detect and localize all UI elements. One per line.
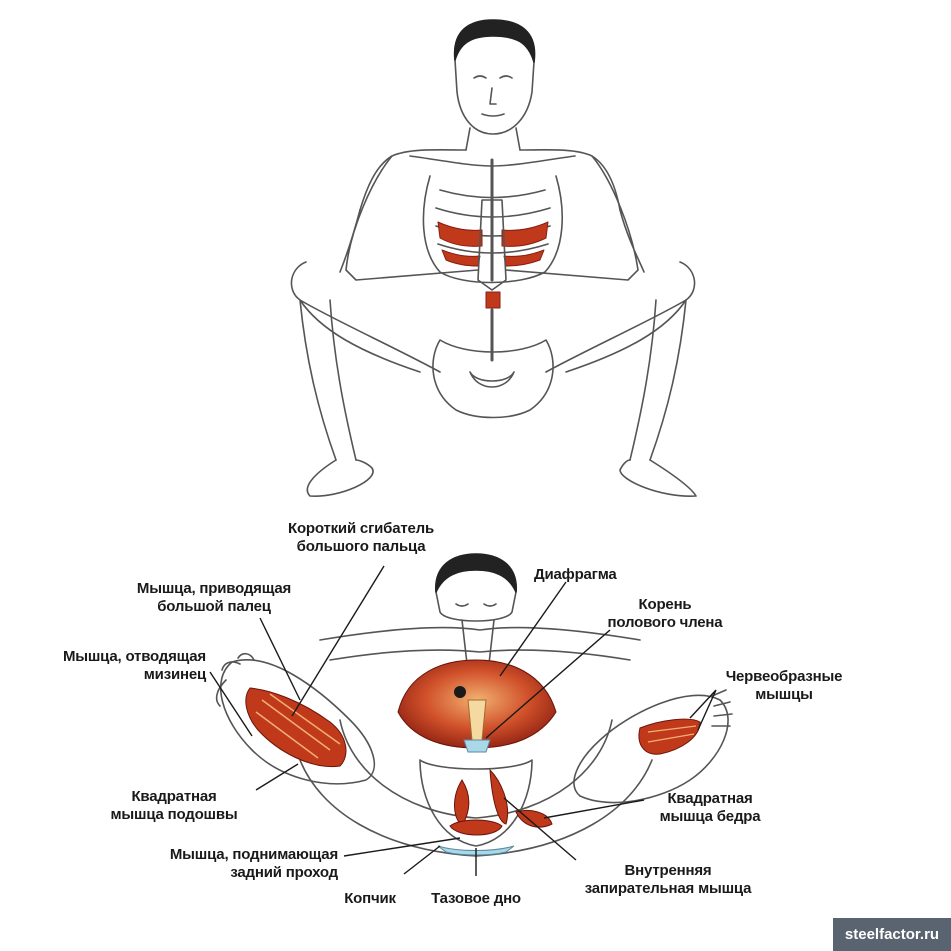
label-line: задний проход [230, 864, 338, 881]
leader-penis-root [485, 629, 611, 739]
top-hair [453, 19, 536, 63]
label-line: Червеобразные [725, 668, 843, 685]
left-foot-muscles [245, 687, 347, 768]
label-line: Мышца, поднимающая [169, 846, 338, 863]
top-neck [465, 127, 521, 151]
label-line: запирательная мышца [584, 880, 752, 897]
top-right-thigh [545, 261, 696, 373]
label-line: большого пальца [296, 538, 426, 555]
leader-coccyx [403, 845, 441, 875]
leader-quadratus-femoris [543, 799, 645, 819]
top-left-thigh [290, 261, 441, 373]
leader-lumbricals [689, 689, 717, 731]
label-line: мышца бедра [659, 808, 761, 825]
bottom-pelvis [419, 759, 533, 847]
label-adductor-hallucis: Мышца, приводящая большой палец [120, 580, 308, 616]
label-line: Мышца, приводящая [136, 580, 292, 597]
quadratus-femoris-muscle [515, 810, 553, 828]
label-penis-root: Корень полового члена [590, 596, 740, 632]
label-line: мышцы [755, 686, 813, 703]
label-flexor-hallucis-brevis: Короткий сгибатель большого пальца [262, 520, 460, 556]
label-line: большой палец [157, 598, 271, 615]
label-quadratus-femoris: Квадратная мышца бедра [640, 790, 780, 826]
obturator-muscle [489, 768, 508, 825]
top-right-foot [619, 459, 697, 497]
leader-flexor [291, 565, 385, 717]
leader-levator [343, 837, 461, 857]
leader-adductor [259, 617, 301, 701]
leader-obturator [503, 797, 577, 861]
pelvic-floor-muscle [449, 819, 503, 836]
label-line: мышца подошвы [110, 806, 238, 823]
label-line: Копчик [344, 890, 396, 907]
label-quadratus-plantae: Квадратная мышца подошвы [94, 788, 254, 824]
leader-quadratus-plantae [255, 763, 299, 791]
label-line: Корень [638, 596, 692, 613]
label-line: Квадратная [131, 788, 217, 805]
leader-abductor [209, 671, 253, 737]
rib-cage [422, 175, 563, 284]
label-line: Тазовое дно [431, 890, 521, 907]
label-line: Квадратная [667, 790, 753, 807]
label-line: Мышца, отводящая [62, 648, 206, 665]
top-left-shin [299, 299, 357, 461]
top-left-arm [339, 155, 479, 281]
label-line: Короткий сгибатель [288, 520, 434, 537]
top-right-shin [629, 299, 687, 461]
top-pelvis [432, 339, 554, 419]
watermark: steelfactor.ru [833, 918, 951, 951]
label-lumbricals: Червеобразные мышцы [714, 668, 854, 704]
top-right-arm [505, 155, 645, 281]
bottom-right-foot [573, 694, 729, 804]
bottom-figure [215, 553, 733, 857]
top-figure [290, 19, 697, 497]
label-diaphragm: Диафрагма [534, 566, 654, 584]
bottom-muscles [245, 659, 701, 856]
label-line: Диафрагма [534, 566, 617, 583]
label-line: Внутренняя [624, 862, 712, 879]
bottom-left-foot [219, 659, 376, 785]
label-obturator-internus: Внутренняя запирательная мышца [570, 862, 766, 898]
bottom-arms [319, 626, 641, 661]
label-levator-ani: Мышца, поднимающая задний проход [136, 846, 338, 882]
label-line: мизинец [143, 666, 206, 683]
label-line: полового члена [607, 614, 723, 631]
label-abductor-digiti-minimi: Мышца, отводящая мизинец [30, 648, 206, 684]
label-pelvic-floor: Тазовое дно [418, 890, 534, 908]
top-hands [477, 199, 507, 291]
leader-lines [209, 565, 717, 876]
label-coccyx: Копчик [330, 890, 410, 908]
leader-diaphragm [499, 581, 567, 677]
top-left-foot [306, 459, 374, 497]
